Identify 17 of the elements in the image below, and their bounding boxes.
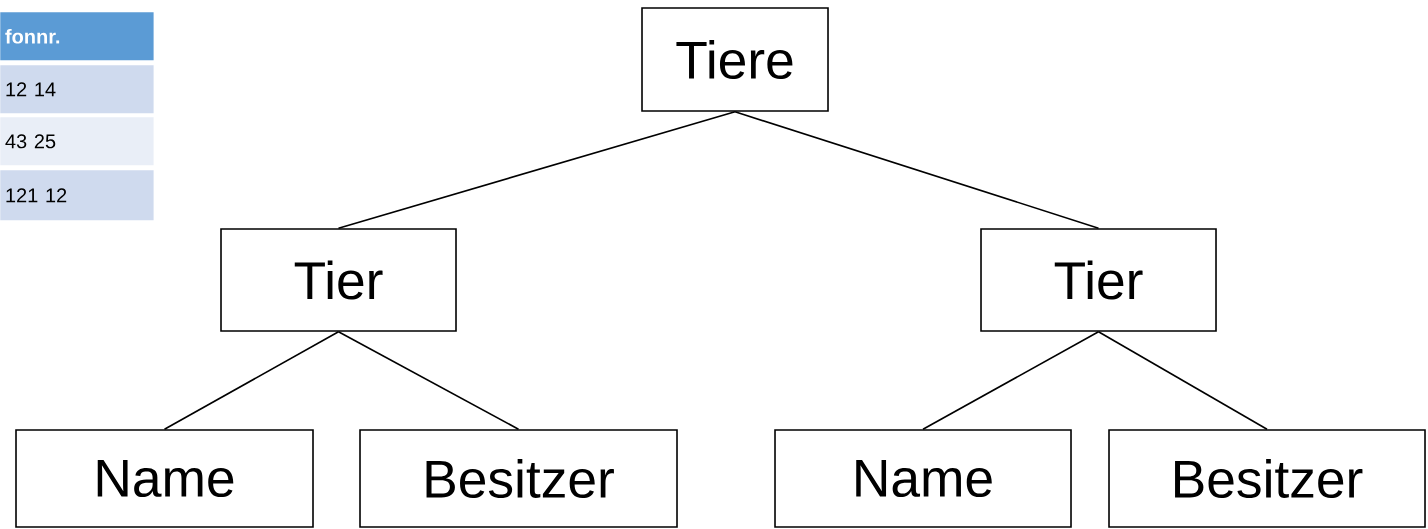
- tree-box: Besitzer: [359, 429, 678, 528]
- table-cell: 12 14: [0, 65, 154, 114]
- tree-box: Name: [15, 429, 314, 528]
- tree-box: Tiere: [641, 7, 829, 112]
- connector-line: [1097, 331, 1268, 430]
- tree-box: Besitzer: [1108, 429, 1426, 528]
- table-cell: fonnr.: [0, 12, 154, 61]
- table-cell: 121 12: [0, 170, 154, 221]
- tree-box: Tier: [220, 228, 457, 332]
- tree-box: Name: [774, 429, 1072, 528]
- connector-line: [337, 331, 520, 430]
- connector-line: [163, 331, 340, 430]
- tree-box: Tier: [980, 228, 1217, 332]
- connector-line: [922, 331, 1100, 430]
- table-cell: 43 25: [0, 117, 154, 166]
- connector-line: [337, 111, 736, 229]
- connector-line: [734, 111, 1100, 229]
